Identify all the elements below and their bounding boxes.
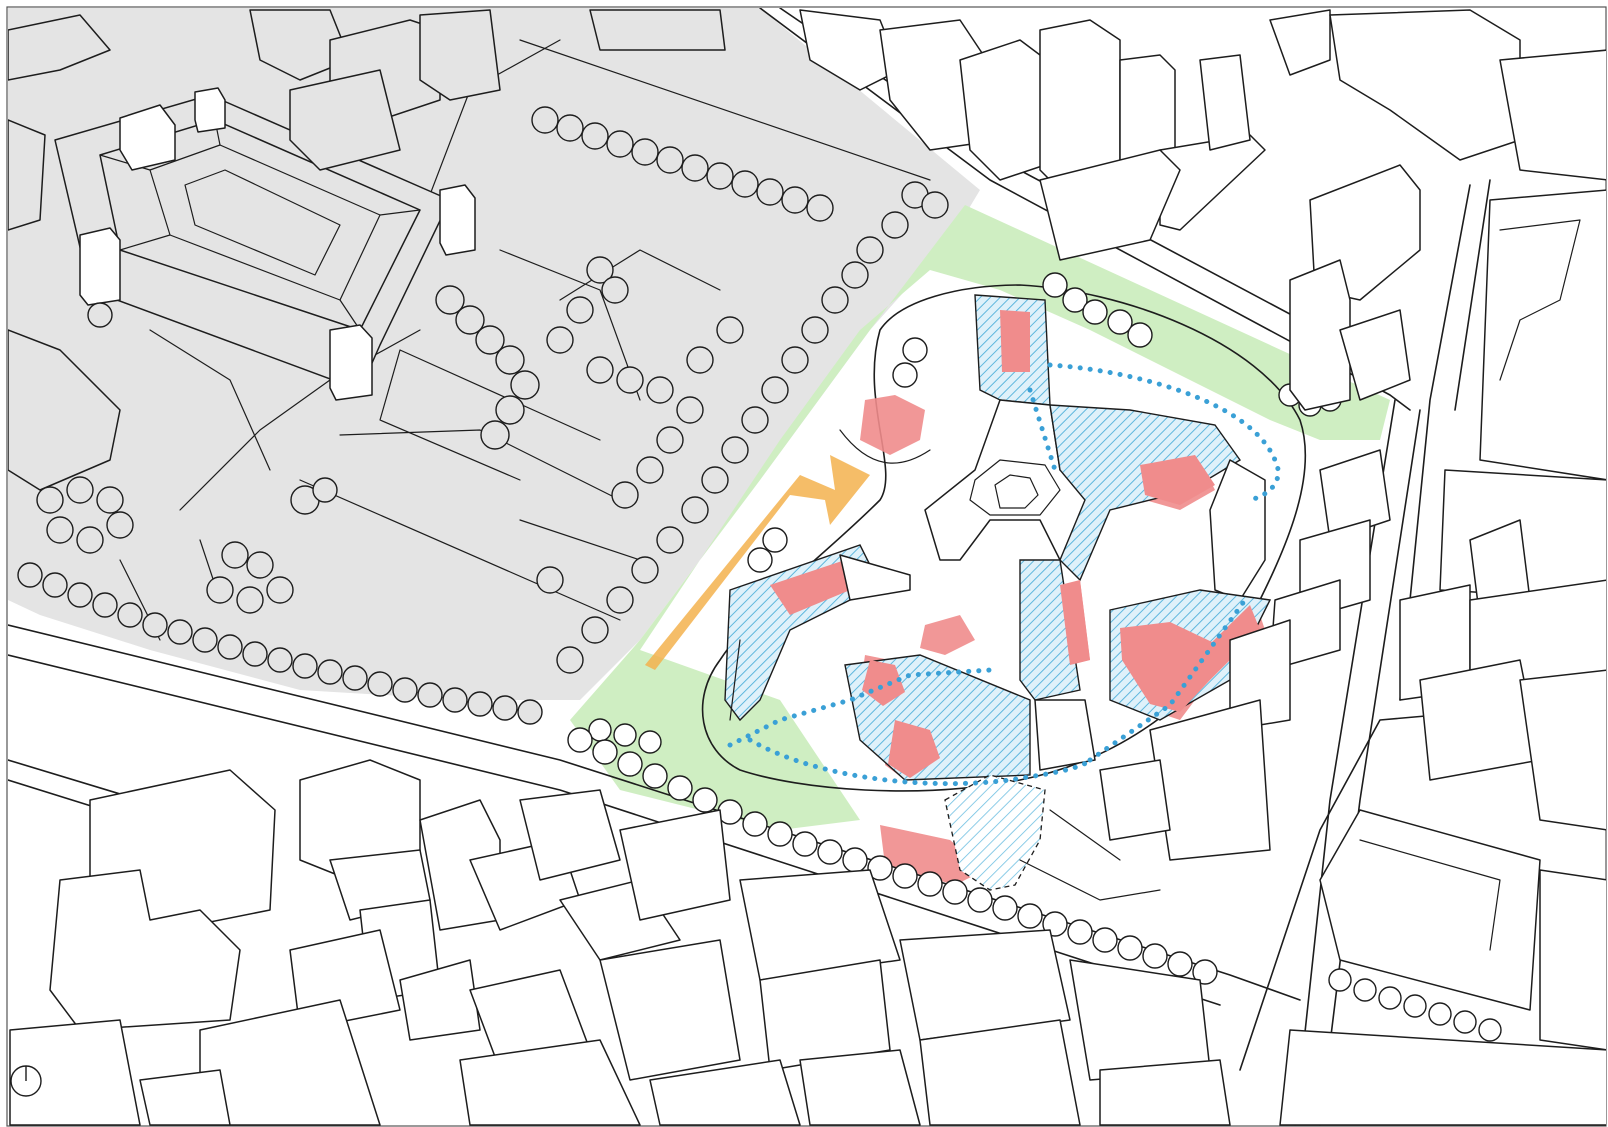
buildings-northeast xyxy=(799,9,1606,621)
buildings-northwest xyxy=(8,9,726,491)
north-arrow-icon xyxy=(10,1065,42,1097)
green-space xyxy=(570,205,1390,830)
buildings-southwest xyxy=(9,759,1231,1126)
dotted-boundaries xyxy=(727,362,1281,787)
park-trees xyxy=(17,106,949,725)
site-trees xyxy=(588,272,1342,754)
palace-building xyxy=(54,87,476,401)
proposed-buildings xyxy=(724,294,1272,891)
sketch-details xyxy=(729,429,1161,901)
buildings-east xyxy=(1099,449,1606,1126)
access-arrow xyxy=(645,455,870,670)
